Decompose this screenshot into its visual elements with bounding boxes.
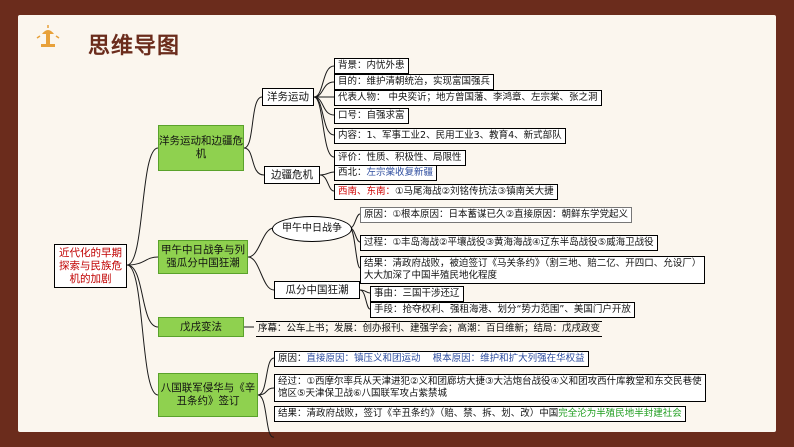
yangwu-item-slogan: 口号：自强求富: [334, 108, 409, 124]
northwest-text: 左宗棠收复新疆: [366, 167, 434, 178]
branch-yangwu-bianjiang: 洋务运动和边疆危机: [158, 125, 244, 171]
jiawu-reason: 原因：①根本原因：日本蓄谋已久②直接原因：朝鲜东学党起义: [360, 207, 633, 223]
branch-wuxu: 戊戌变法: [158, 317, 244, 337]
southwest-text: ①马尾海战②刘铭传抗法③镇南关大捷: [395, 186, 554, 197]
baguo-result-prefix: 结果：清政府战败，签订《辛丑条约》（赔、禁、拆、划、改）中国: [278, 408, 559, 419]
baguo-process-line1: 经过：①西摩尔率兵从天津进犯②义和团廊坊大捷③大沽炮台战役④义和团攻西什库教堂和…: [278, 376, 702, 387]
node-guafen: 瓜分中国狂潮: [274, 281, 360, 299]
baguo-result-highlight: 完全沦为半殖民地半封建社会: [558, 408, 682, 419]
baguo-reason-direct: 直接原因：镇压义和团运动: [306, 353, 421, 364]
baguo-reason-gap: [421, 353, 433, 364]
bianjiang-southwest-southeast: 西南、东南：①马尾海战②刘铭传抗法③镇南关大捷: [334, 184, 558, 200]
baguo-process: 经过：①西摩尔率兵从天津进犯②义和团廊坊大捷③大沽炮台战役④义和团攻西什库教堂和…: [274, 374, 706, 402]
node-jiawu-war: 甲午中日战争: [272, 216, 352, 242]
jiawu-result-line1: 结果：清政府战败，被迫签订《马关条约》（割三地、赔二亿、开四口、允设厂）: [364, 258, 702, 269]
yangwu-item-content: 内容：1、军事工业2、民用工业3、教育4、新式部队: [334, 128, 566, 144]
southwest-prefix: 西南、东南：: [338, 186, 396, 197]
bianjiang-northwest: 西北：左宗棠收复新疆: [334, 165, 438, 181]
jiawu-process: 过程：①丰岛海战②平壤战役③黄海海战④辽东半岛战役⑤威海卫战役: [360, 235, 658, 251]
branch-baguo-xinchou: 八国联军侵华与《辛丑条约》签订: [158, 373, 258, 417]
page-title: 思维导图: [88, 34, 181, 59]
wuxu-summary: 序幕：公车上书；发展：创办报刊、建强学会；高潮：百日维新；结局：戊戌政变: [256, 321, 603, 337]
yangwu-item-evaluation: 评价：性质、积极性、局限性: [334, 150, 466, 166]
baguo-process-line2: 馆区⑤天津保卫战⑥八国联军攻占紫禁城: [278, 388, 448, 399]
jiawu-result-line2: 大大加深了中国半殖民地化程度: [364, 270, 498, 281]
lamp-icon: [36, 25, 60, 47]
baguo-reason-prefix: 原因：: [278, 353, 307, 364]
jiawu-result: 结果：清政府战败，被迫签订《马关条约》（割三地、赔二亿、开四口、允设厂） 大大加…: [360, 256, 706, 284]
node-bianjiang: 边疆危机: [264, 166, 320, 184]
yangwu-item-figures: 代表人物： 中央奕䜣；地方曾国藩、李鸿章、左宗棠、张之洞: [334, 90, 602, 106]
northwest-prefix: 西北：: [338, 167, 367, 178]
node-yangwu: 洋务运动: [262, 88, 314, 106]
baguo-result: 结果：清政府战败，签订《辛丑条约》（赔、禁、拆、划、改）中国完全沦为半殖民地半封…: [274, 406, 686, 422]
guafen-event: 事由：三国干涉还辽: [370, 286, 464, 302]
baguo-reason: 原因：直接原因：镇压义和团运动 根本原因：维护和扩大列强在华权益: [274, 351, 589, 367]
guafen-means: 手段：抢夺权利、强租海港、划分“势力范围”、美国门户开放: [370, 302, 635, 318]
yangwu-item-background: 背景：内忧外患: [334, 58, 409, 74]
baguo-reason-root: 根本原因：维护和扩大列强在华权益: [432, 353, 585, 364]
branch-jiawu-guafen: 甲午中日战争与列强瓜分中国狂潮: [158, 240, 248, 274]
root-node: 近代化的早期探索与民族危机的加剧: [54, 244, 127, 288]
yangwu-item-purpose: 目的：维护清朝统治，实现富国强兵: [334, 74, 495, 90]
